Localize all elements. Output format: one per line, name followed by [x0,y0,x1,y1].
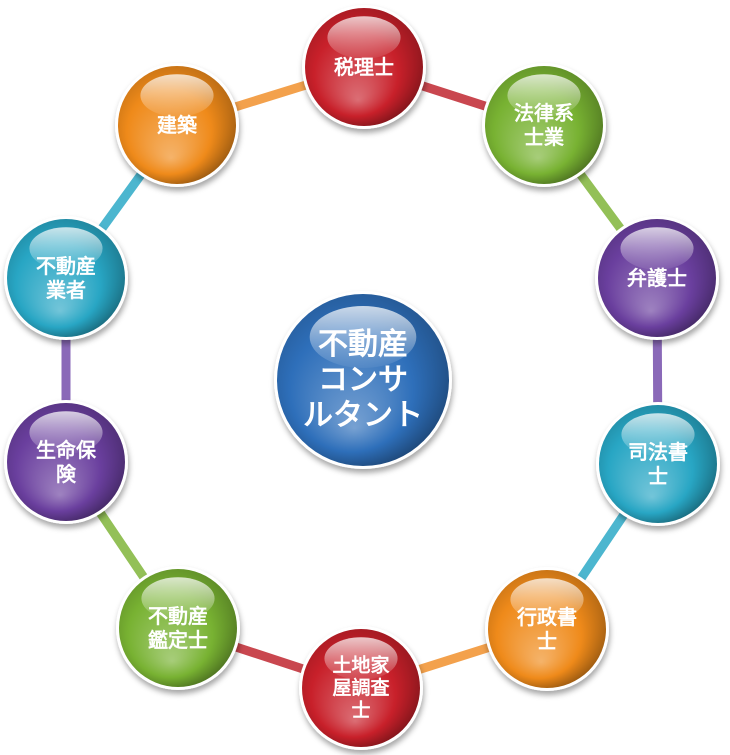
node-label-line: 屋調査 [332,676,390,699]
node-label-line: 生命保 [36,438,97,462]
node-label-line: 業者 [46,278,86,302]
node-label-line: 法律系 [514,101,574,125]
node-label-line: 鑑定士 [148,628,208,652]
node-label-line: 税理士 [334,55,394,79]
node-label-line: 不動産 [148,604,208,628]
node-life-insurance-highlight [29,411,103,454]
node-lawyer-highlight [620,227,694,270]
node-label-line: 不動産 [36,254,96,278]
node-administrative-scrivener-highlight [510,578,584,621]
node-land-house-investigator-highlight [324,637,398,680]
node-construction: 建築 [115,63,239,187]
node-real-estate-agent-highlight [29,227,103,270]
node-label-line: 士 [351,699,370,721]
node-label-line: 弁護士 [627,266,687,290]
node-real-estate-appraiser-highlight [141,577,215,620]
node-label-line: 土地家 [332,654,390,677]
node-label-line: 士業 [524,125,565,149]
node-tax-accountant-highlight [327,16,401,59]
node-label-line: 司法書 [628,440,688,464]
node-label-line: 行政書 [516,605,577,629]
node-legal-professions-highlight [507,74,581,117]
node-lawyer: 弁護士 [595,216,719,340]
node-construction-highlight [140,74,214,117]
node-label-line: 士 [648,464,668,488]
node-group: 税理士法律系士業弁護士司法書士行政書士土地家屋調査士不動産鑑定士生命保険不動産業… [4,5,720,750]
node-label-line: 士 [537,629,557,653]
center-label-line: 不動産 [318,327,408,362]
node-label-line: 険 [56,462,77,486]
center-node-highlight [309,306,417,368]
node-tax-accountant: 税理士 [302,5,426,129]
center-label-line: コンサ [318,363,408,398]
center-label-line: ルタント [303,398,423,433]
node-judicial-scrivener-highlight [621,413,695,456]
node-label-line: 建築 [157,113,198,137]
